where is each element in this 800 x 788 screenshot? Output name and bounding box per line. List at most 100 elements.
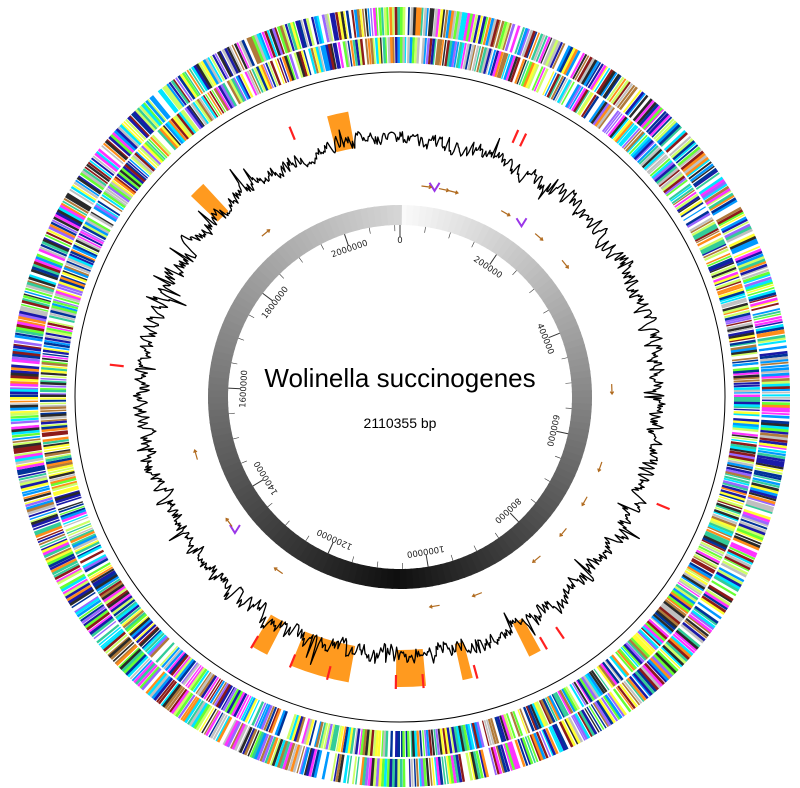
cds-block [731, 431, 759, 437]
cds-block [135, 108, 157, 132]
cds-block [253, 67, 267, 92]
cds-block [317, 46, 326, 72]
cds-block [60, 274, 86, 285]
cds-block [65, 262, 91, 275]
cds-block [554, 77, 569, 102]
cds-block [427, 8, 434, 37]
cds-block [740, 518, 768, 530]
cds-block [68, 254, 94, 268]
cds-block [528, 32, 540, 60]
cds-block [253, 732, 267, 760]
cds-block [487, 718, 497, 745]
cds-block [32, 262, 61, 276]
cds-block [468, 752, 476, 780]
cds-block [496, 716, 507, 742]
cds-block [10, 380, 39, 385]
cds-block [693, 555, 717, 570]
gradient-segment [538, 493, 560, 512]
cds-block [370, 8, 374, 37]
cds-block [51, 481, 78, 492]
cds-block [37, 531, 65, 544]
cds-block [167, 651, 186, 673]
cds-block [45, 453, 72, 460]
cds-block [698, 599, 724, 619]
cds-block [521, 707, 533, 733]
cds-block [726, 466, 753, 475]
cds-block [42, 349, 69, 356]
rna-marker [109, 363, 124, 368]
cds-block [675, 629, 699, 651]
cds-block [40, 377, 67, 381]
cds-block [714, 506, 740, 518]
cds-block [30, 268, 59, 281]
cds-block [533, 34, 546, 62]
cds-block [116, 173, 139, 192]
cds-block [261, 735, 274, 763]
gradient-segment [230, 299, 252, 317]
cds-block [231, 44, 245, 71]
cds-block [147, 635, 168, 656]
cds-block [52, 300, 79, 310]
cds-block [149, 637, 170, 658]
cds-block [236, 42, 250, 69]
cds-block [725, 317, 752, 325]
cds-block [96, 202, 119, 219]
cds-block [44, 337, 71, 344]
cds-block [33, 521, 61, 533]
cds-block [40, 402, 67, 405]
cds-block [76, 176, 102, 195]
cds-block [539, 699, 554, 725]
cds-block [54, 564, 81, 581]
cds-block [130, 155, 153, 176]
cds-block [237, 726, 251, 753]
cds-block [576, 91, 594, 116]
cds-block [442, 728, 448, 755]
cds-block [229, 45, 243, 72]
cds-block [511, 26, 524, 54]
cds-block [422, 758, 428, 787]
cds-block [179, 73, 198, 99]
cds-block [630, 637, 651, 658]
cds-block [219, 717, 235, 744]
cds-block [44, 449, 71, 458]
cds-block [594, 701, 612, 727]
cds-block [755, 464, 784, 472]
cds-block [82, 225, 107, 241]
cds-block [367, 757, 373, 786]
cds-block [600, 72, 618, 97]
cds-block [11, 423, 40, 427]
cds-block [33, 260, 61, 274]
cds-block [45, 329, 72, 337]
cds-block [55, 289, 82, 301]
cds-block [151, 134, 172, 156]
gradient-segment [210, 355, 233, 368]
cds-block [108, 593, 132, 611]
cds-block [157, 89, 178, 114]
cds-block [27, 280, 55, 290]
cds-block [651, 615, 673, 635]
cds-block [183, 698, 202, 724]
cds-block [60, 507, 86, 518]
cds-block [82, 168, 107, 187]
cds-block [533, 67, 546, 92]
cds-block [710, 264, 736, 277]
cds-block [656, 650, 679, 673]
cds-block [144, 632, 165, 653]
cds-block [111, 179, 134, 197]
cds-block [125, 162, 147, 181]
gradient-segment [566, 432, 588, 446]
cds-block [715, 206, 742, 223]
cds-block [119, 169, 142, 188]
ruler-tick [368, 227, 371, 234]
cds-block [113, 176, 136, 196]
cds-block [109, 638, 133, 660]
cds-block [590, 703, 607, 729]
rna-marker [538, 636, 548, 650]
cds-block [728, 233, 756, 248]
cds-block [107, 591, 130, 609]
genomic-island [395, 648, 427, 687]
cds-block [522, 706, 535, 733]
cds-block [198, 97, 215, 121]
cds-block [549, 725, 564, 753]
cds-block [129, 658, 151, 680]
